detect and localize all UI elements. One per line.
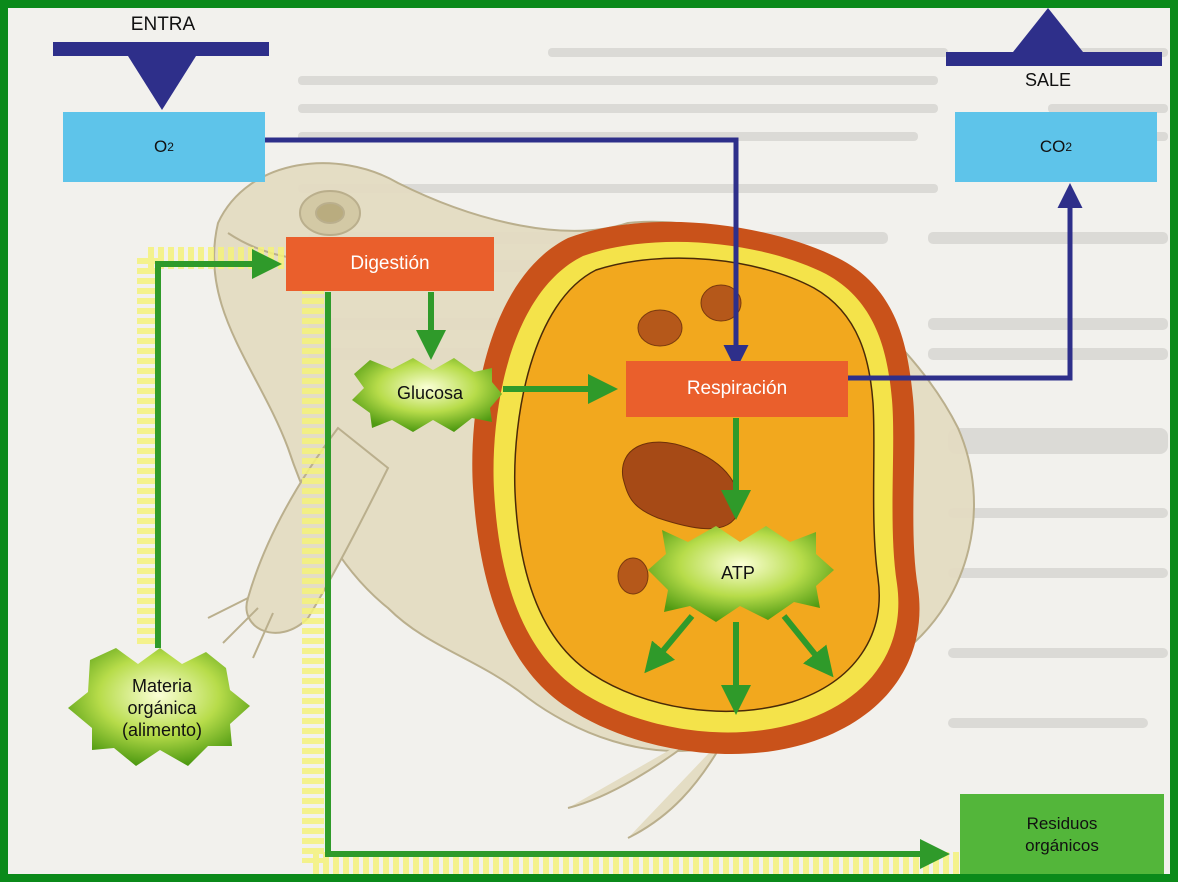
oxygen-label: O xyxy=(154,137,167,157)
glucose-label: Glucosa xyxy=(360,378,500,408)
waste-box: Residuos orgánicos xyxy=(960,794,1164,874)
waste-label-line1: Residuos xyxy=(1027,813,1098,835)
entry-label: ENTRA xyxy=(108,12,218,38)
atp-label: ATP xyxy=(688,558,788,588)
exit-label: SALE xyxy=(993,68,1103,92)
co2-label: CO xyxy=(1040,137,1066,157)
exit-indicator xyxy=(946,8,1162,66)
digestion-box: Digestión xyxy=(286,237,494,291)
food-label-line1: Materia xyxy=(132,675,192,697)
entry-indicator xyxy=(53,42,269,110)
oxygen-subscript: 2 xyxy=(167,140,174,154)
food-label-line3: (alimento) xyxy=(122,719,202,741)
food-label: Materia orgánica (alimento) xyxy=(82,662,242,754)
waste-label-line2: orgánicos xyxy=(1025,835,1099,857)
food-label-line2: orgánica xyxy=(127,697,196,719)
respiration-box: Respiración xyxy=(626,361,848,417)
co2-subscript: 2 xyxy=(1065,140,1072,154)
cell-illustration xyxy=(472,222,919,754)
